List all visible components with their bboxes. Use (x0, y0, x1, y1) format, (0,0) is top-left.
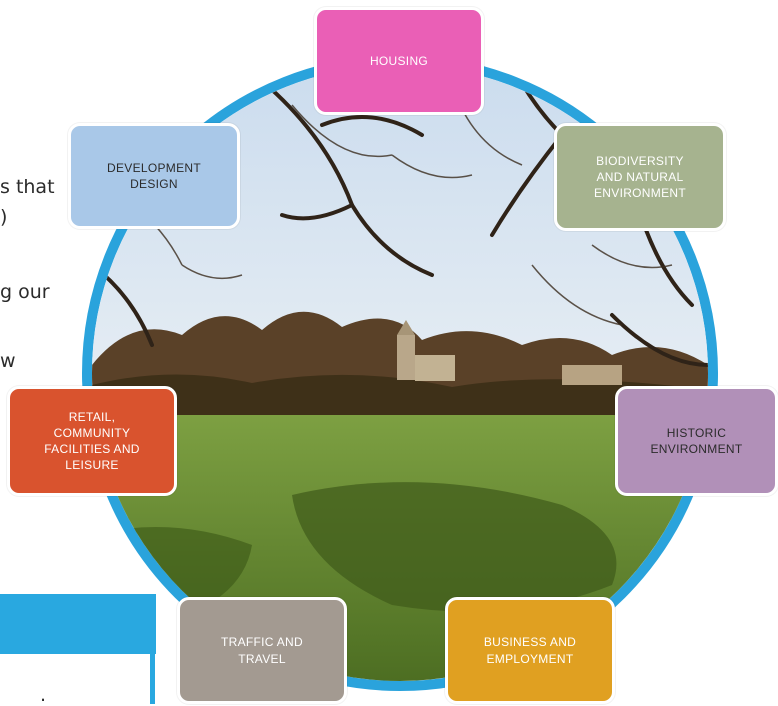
card-retail-community[interactable]: RETAIL, COMMUNITY FACILITIES AND LEISURE (7, 386, 177, 496)
card-retail-community-label: RETAIL, COMMUNITY FACILITIES AND LEISURE (44, 409, 140, 473)
card-business-employment-label: BUSINESS AND EMPLOYMENT (483, 635, 577, 666)
card-traffic-travel-label: TRAFFIC AND TRAVEL (221, 635, 303, 666)
card-historic-environment[interactable]: HISTORIC ENVIRONMENT (615, 386, 778, 496)
landscape-illustration (92, 65, 708, 681)
text-fragment-1: s that (0, 176, 55, 198)
card-biodiversity[interactable]: BIODIVERSITY AND NATURAL ENVIRONMENT (554, 123, 726, 231)
landscape-photo (82, 55, 718, 691)
card-historic-environment-label: HISTORIC ENVIRONMENT (650, 425, 743, 456)
text-fragment-3: g our (0, 281, 50, 303)
card-development-design[interactable]: DEVELOPMENT DESIGN (68, 123, 240, 229)
blue-header-bar (0, 594, 156, 654)
text-fragment-5: . (40, 684, 47, 706)
card-housing-label: HOUSING (369, 53, 429, 68)
card-business-employment[interactable]: BUSINESS AND EMPLOYMENT (445, 597, 615, 704)
card-traffic-travel[interactable]: TRAFFIC AND TRAVEL (177, 597, 347, 704)
card-housing[interactable]: HOUSING (314, 7, 484, 115)
card-development-design-label: DEVELOPMENT DESIGN (107, 160, 201, 191)
text-fragment-4: w (0, 350, 16, 372)
text-fragment-2: ) (0, 206, 8, 228)
card-biodiversity-label: BIODIVERSITY AND NATURAL ENVIRONMENT (594, 153, 686, 201)
blue-border-line (150, 594, 155, 704)
